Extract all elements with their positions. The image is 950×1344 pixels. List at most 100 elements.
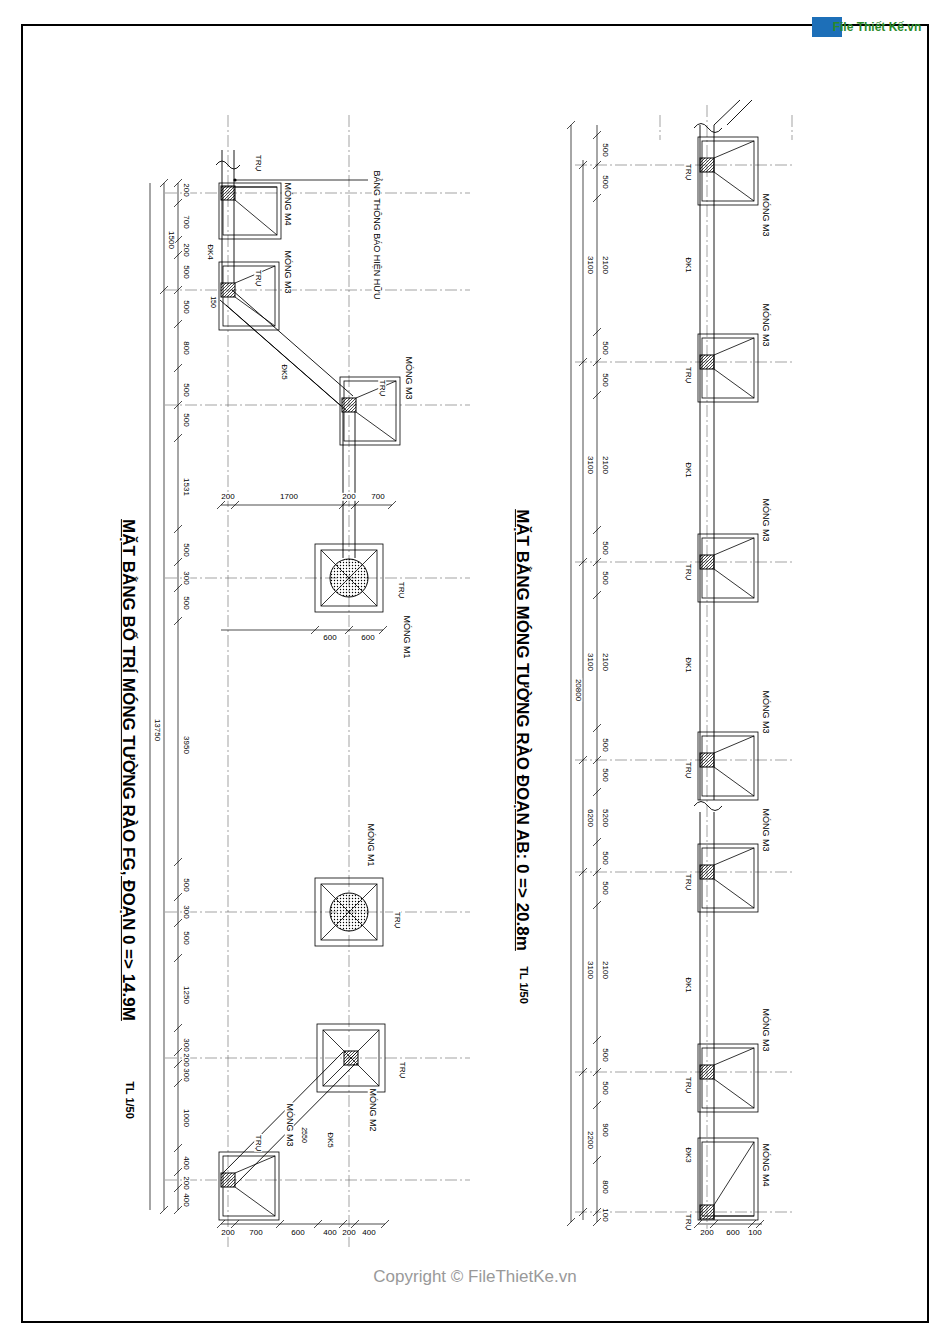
- pillar-symbol: [221, 186, 235, 200]
- dimension-text: 2100: [601, 255, 609, 275]
- dimension-text: 500: [601, 540, 609, 555]
- footing-outline: [698, 137, 758, 1220]
- annotation-label: MÓNG M3: [760, 1007, 769, 1052]
- pillar-symbol: [700, 753, 714, 767]
- dimension-line: [571, 125, 597, 1222]
- dimension-line: [567, 121, 764, 1228]
- annotation-label: TRỤ: [684, 163, 692, 181]
- dimension-line: [221, 505, 392, 1224]
- dimension-text: 600: [322, 634, 337, 642]
- annotation-label: ĐK1: [684, 976, 692, 994]
- wall-outline: [694, 100, 752, 1220]
- scale-note: TL 1/50: [517, 965, 529, 1005]
- annotation-label: TRỤ: [684, 1213, 692, 1231]
- dimension-text: 500: [601, 174, 609, 189]
- footing-outline: [698, 732, 758, 800]
- dimension-line: [694, 1220, 764, 1228]
- annotation-label: MÓNG M4: [282, 181, 291, 226]
- pillar-symbol: [221, 283, 235, 297]
- grid-line: [165, 105, 792, 1250]
- dimension-text: 500: [601, 340, 609, 355]
- dimension-text: 200: [341, 493, 356, 501]
- dimension-text: 400: [182, 1155, 190, 1170]
- dimension-text: 400: [182, 1192, 190, 1207]
- dimension-text: 13750: [153, 718, 161, 742]
- footing-outline: [219, 183, 400, 1220]
- dimension-text: 500: [601, 767, 609, 782]
- footing-outline: [698, 334, 758, 402]
- footing-outline: [340, 377, 400, 445]
- dimension-text: 2550: [300, 1126, 307, 1144]
- footing-outline: [219, 262, 279, 330]
- annotation-label: MÓNG M1: [365, 822, 374, 867]
- annotation-label: TRỤ: [398, 1061, 406, 1079]
- dimension-text: 1531: [182, 477, 190, 497]
- footing-outline: [317, 1024, 385, 1092]
- dimension-text: 200: [341, 1229, 356, 1237]
- footing-outline: [698, 1044, 758, 1112]
- dimension-text: 1250: [182, 985, 190, 1005]
- dimension-text: 500: [601, 372, 609, 387]
- annotation-label: TRỤ: [684, 873, 692, 891]
- dimension-text: 500: [601, 1080, 609, 1095]
- dimension-text: 3100: [586, 455, 594, 475]
- dimension-text: 500: [182, 299, 190, 314]
- dimension-text: 700: [370, 493, 385, 501]
- annotation-label: BẢNG THÔNG BÁO HIỆN HỮU: [371, 169, 380, 300]
- dimension-text: 100: [601, 1207, 609, 1222]
- dimension-text: 20800: [574, 678, 582, 702]
- annotation-label: TRỤ: [397, 581, 405, 599]
- dimension-text: 800: [601, 1179, 609, 1194]
- dimension-text: 2200: [586, 1130, 594, 1150]
- wall-outline: [694, 124, 722, 133]
- dimension-text: 500: [182, 382, 190, 397]
- annotation-label: MÓNG M1: [401, 614, 410, 659]
- pillar-symbol: [700, 555, 714, 569]
- dimension-text: 700: [248, 1229, 263, 1237]
- dimension-text: 200: [182, 1052, 190, 1067]
- wall-outline: [216, 161, 240, 169]
- dimension-text: 1500: [167, 230, 175, 250]
- dimension-text: 500: [182, 264, 190, 279]
- annotation-label: ĐK1: [684, 256, 692, 274]
- dimension-text: 1000: [182, 1108, 190, 1128]
- dimension-text: 3100: [586, 255, 594, 275]
- annotation-label: ĐK3: [684, 1146, 692, 1164]
- annotation-label: MÓNG M3: [282, 249, 291, 294]
- dimension-text: 600: [290, 1229, 305, 1237]
- dimension-text: 3100: [586, 652, 594, 672]
- dimension-text: 3100: [586, 960, 594, 980]
- watermark: Copyright © FileThietKe.vn: [372, 1268, 577, 1286]
- dimension-text: 200: [182, 182, 190, 197]
- drawing-title: MẶT BẰNG BỐ TRÍ MÓNG TƯỜNG RÀO FG, ĐOẠN …: [119, 518, 137, 1022]
- footing-outline: [315, 878, 383, 946]
- dimension-text: 5200: [601, 808, 609, 828]
- dimension-text: 300: [182, 904, 190, 919]
- dimension-text: 500: [601, 1047, 609, 1062]
- grid-line: [228, 115, 349, 1250]
- dimension-text: 300: [182, 570, 190, 585]
- dimension-text: 500: [182, 412, 190, 427]
- annotation-label: TRỤ: [254, 1134, 262, 1152]
- annotation-label: TRỤ: [684, 761, 692, 779]
- dimension-text: 700: [182, 214, 190, 229]
- dimension-text: 500: [182, 877, 190, 892]
- dimension-text: 2100: [601, 960, 609, 980]
- dimension-text: 400: [322, 1229, 337, 1237]
- dimension-text: 6200: [586, 808, 594, 828]
- footing-outline: [698, 534, 758, 602]
- dimension-line: [174, 179, 182, 1214]
- wall-outline: [216, 150, 355, 1186]
- dimension-text: 600: [725, 1229, 740, 1237]
- annotation-label: MÓNG M3: [403, 355, 412, 400]
- grid-line: [660, 105, 792, 1240]
- dimension-text: 3950: [182, 735, 190, 755]
- dimension-text: 300: [182, 1067, 190, 1082]
- wall-outline: [222, 1052, 355, 1186]
- pillar-symbol: [342, 398, 356, 412]
- pillar-symbol: [330, 559, 368, 597]
- dimension-text: 100: [747, 1229, 762, 1237]
- annotation-label: TRỤ: [393, 911, 401, 929]
- dimension-text: 200: [182, 242, 190, 257]
- logo-text: File Thiết Kế.vn: [832, 21, 923, 34]
